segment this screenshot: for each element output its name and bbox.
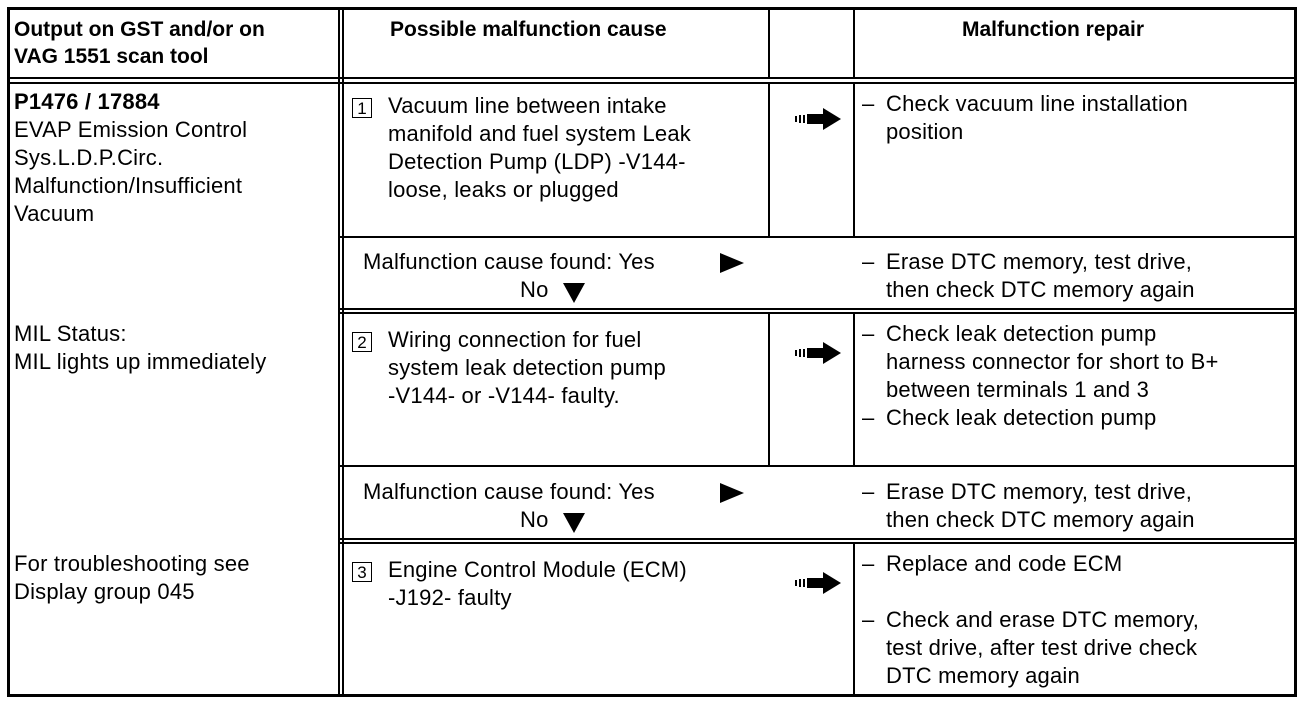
step1-cause: Vacuum line between intake manifold and …	[388, 93, 691, 202]
mil-status: MIL Status: MIL lights up immediately	[14, 321, 267, 374]
step2-cause: Wiring connection for fuel system leak d…	[388, 327, 666, 408]
step2-repair-1: Check leak detection pump harness connec…	[886, 321, 1219, 402]
found2-yes: Malfunction cause found: Yes	[363, 479, 655, 504]
arrow-right-icon	[795, 342, 841, 364]
found2-bottom-b	[340, 542, 1295, 544]
found1-bottom-b	[340, 312, 1295, 314]
found1-repair: Erase DTC memory, test drive, then check…	[886, 249, 1195, 302]
step1-bottom	[340, 236, 1295, 238]
step3-repair-2: Check and erase DTC memory, test drive, …	[886, 607, 1200, 688]
triangle-right-icon	[720, 483, 744, 503]
header-divider	[7, 77, 1297, 79]
header-repair: Malfunction repair	[962, 18, 1145, 41]
step1-repair-1: Check vacuum line installation position	[886, 91, 1188, 144]
table-border-bottom	[7, 694, 1297, 697]
col-divider-1b	[342, 7, 344, 697]
found2-bottom	[340, 538, 1295, 540]
triangle-down-icon	[563, 513, 585, 533]
col-divider-1	[338, 7, 340, 697]
found1-no: No	[520, 277, 549, 302]
dtc-code: P1476 / 17884	[14, 89, 160, 114]
step3-repair-dash-1: –	[862, 551, 875, 576]
found2-repair-dash: –	[862, 479, 875, 504]
step1-divider-a	[768, 84, 770, 236]
table-border-top	[7, 7, 1297, 10]
step3-repair-dash-2: –	[862, 607, 875, 632]
step2-bottom	[340, 465, 1295, 467]
step2-divider-a	[768, 312, 770, 466]
step2-divider-b	[853, 312, 855, 466]
table-border-right	[1294, 7, 1297, 697]
step3-cause: Engine Control Module (ECM) -J192- fault…	[388, 557, 687, 610]
step1-repair-dash: –	[862, 91, 875, 116]
dtc-description: EVAP Emission Control Sys.L.D.P.Circ. Ma…	[14, 117, 248, 226]
step2-repair-dash-1: –	[862, 321, 875, 346]
step1-divider-b	[853, 84, 855, 236]
found1-yes: Malfunction cause found: Yes	[363, 249, 655, 274]
step2-repair-dash-2: –	[862, 405, 875, 430]
col-divider-2	[768, 7, 770, 79]
found1-repair-dash: –	[862, 249, 875, 274]
step1-number: 1	[352, 98, 372, 118]
step2-repair-2: Check leak detection pump	[886, 405, 1157, 430]
found1-bottom	[340, 308, 1295, 310]
col-divider-3	[853, 7, 855, 79]
arrow-right-icon	[795, 108, 841, 130]
step3-repair-1: Replace and code ECM	[886, 551, 1123, 576]
step3-divider-b	[853, 542, 855, 696]
triangle-right-icon	[720, 253, 744, 273]
step3-number: 3	[352, 562, 372, 582]
header-output: Output on GST and/or on VAG 1551 scan to…	[14, 18, 265, 68]
header-cause: Possible malfunction cause	[390, 18, 667, 41]
arrow-right-icon	[795, 572, 841, 594]
header-divider-2	[7, 82, 1297, 84]
found2-repair: Erase DTC memory, test drive, then check…	[886, 479, 1195, 532]
troubleshoot-note: For troubleshooting see Display group 04…	[14, 551, 250, 604]
triangle-down-icon	[563, 283, 585, 303]
found2-no: No	[520, 507, 549, 532]
table-border-left	[7, 7, 10, 697]
step2-number: 2	[352, 332, 372, 352]
